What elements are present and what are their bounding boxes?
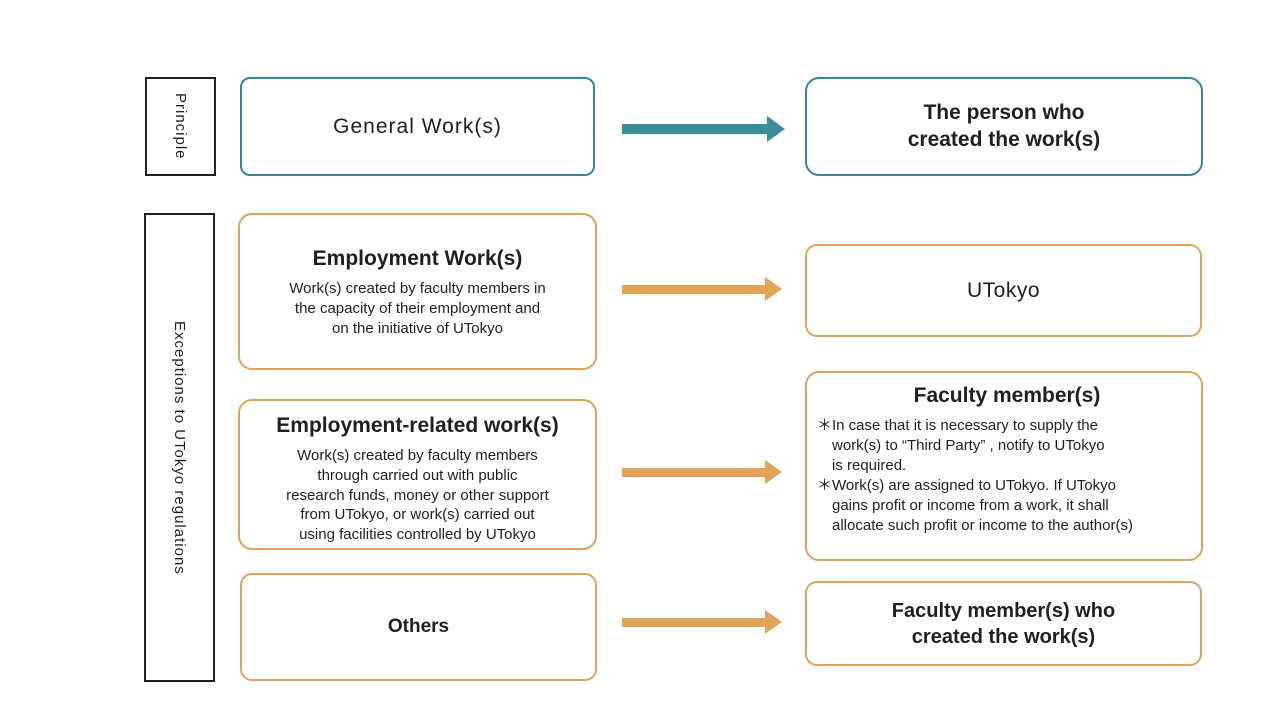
exceptions-section-label: Exceptions to UTokyo regulations [144,213,215,682]
employment-works-box: Employment Work(s) Work(s) created by fa… [238,213,597,370]
faculty-who-created-box: Faculty member(s) who created the work(s… [805,581,1202,666]
employment-related-description: Work(s) created by faculty members throu… [286,447,549,544]
faculty-who-created-label: Faculty member(s) who created the work(s… [891,599,1116,648]
arrow-head [765,277,782,301]
arrow-shaft [622,124,769,134]
arrow-shaft [622,468,767,477]
faculty-members-box: Faculty member(s) ＊In case that it is ne… [805,371,1203,561]
employment-works-description: Work(s) created by faculty members in th… [289,280,546,337]
principle-label-text: Principle [172,93,189,160]
arrow-related-to-faculty [622,460,782,484]
arrow-head [765,610,782,634]
employment-related-box: Employment-related work(s) Work(s) creat… [238,399,597,550]
employment-related-title: Employment-related work(s) [276,414,559,437]
general-works-label: General Work(s) [333,114,502,138]
arrow-head [767,116,785,142]
arrow-shaft [622,285,767,294]
arrow-employment-to-utokyo [622,277,782,301]
others-box: Others [240,573,597,681]
arrow-head [765,460,782,484]
faculty-note-third-party: ＊In case that it is necessary to supply … [817,417,1105,474]
utokyo-box: UTokyo [805,244,1202,337]
utokyo-label: UTokyo [966,278,1041,302]
arrow-general-to-person [622,116,785,142]
faculty-members-title: Faculty member(s) [913,384,1101,407]
general-works-box: General Work(s) [240,77,595,176]
arrow-others-to-faculty-who [622,610,782,634]
principle-section-label: Principle [145,77,216,176]
others-label: Others [387,616,450,637]
arrow-shaft [622,618,767,627]
employment-works-title: Employment Work(s) [312,247,523,270]
person-created-label: The person who created the work(s) [907,101,1101,151]
faculty-members-notes: ＊In case that it is necessary to supply … [817,416,1197,536]
exceptions-label-text: Exceptions to UTokyo regulations [171,320,188,575]
person-created-box: The person who created the work(s) [805,77,1203,176]
faculty-note-assignment: ＊Work(s) are assigned to UTokyo. If UTok… [817,476,1133,534]
